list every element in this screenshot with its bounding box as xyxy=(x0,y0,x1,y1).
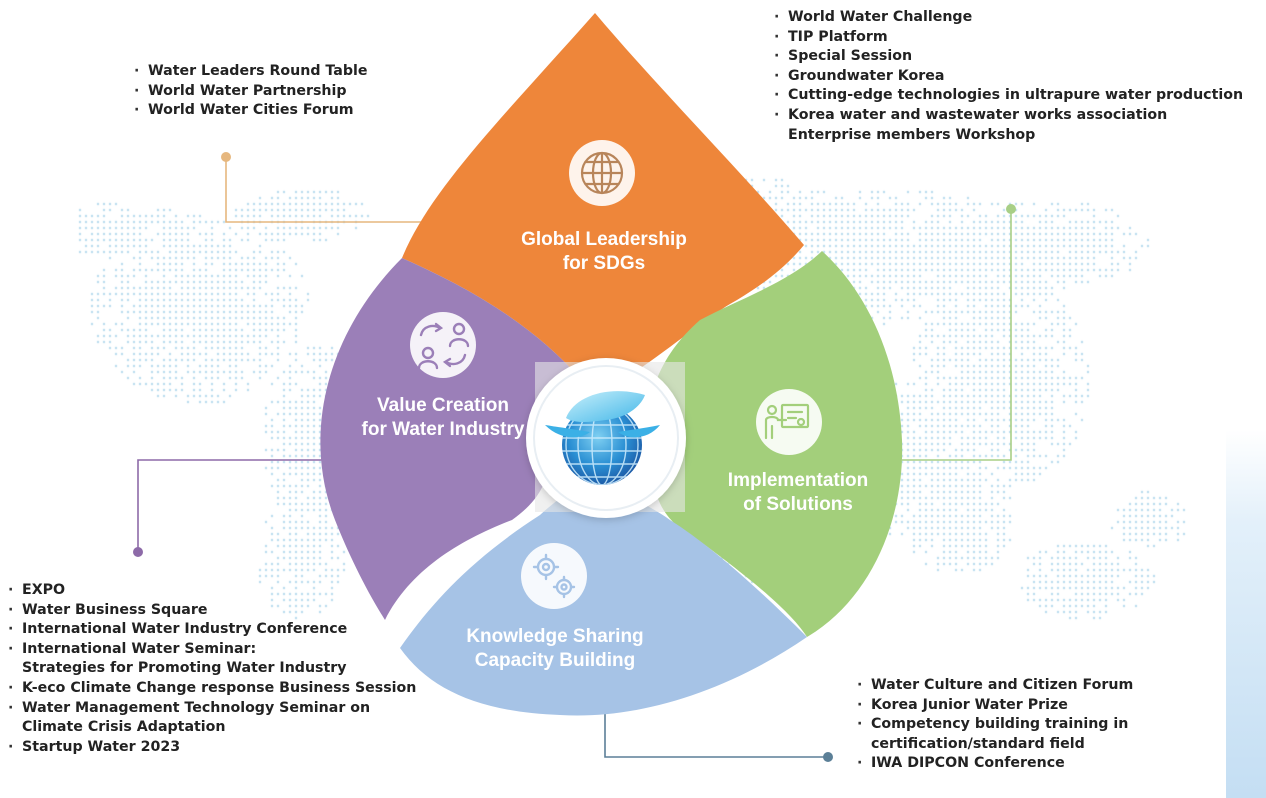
gears-icon xyxy=(521,543,587,609)
segment-value-creation xyxy=(320,258,594,620)
list-item: Korea water and wastewater works associa… xyxy=(774,106,1243,145)
list-item: Cutting-edge technologies in ultrapure w… xyxy=(774,86,1243,106)
list-item-line1: Korea Junior Water Prize xyxy=(871,696,1068,713)
list-item-line1: Water Business Square xyxy=(22,601,208,618)
decorative-blue-band xyxy=(1226,430,1266,798)
list-item: World Water Challenge xyxy=(774,8,1243,28)
impl-title-line2: of Solutions xyxy=(743,494,853,515)
list-item-line1: IWA DIPCON Conference xyxy=(871,755,1065,772)
global-title-line1: Global Leadership xyxy=(521,229,687,250)
list-item-line2: Enterprise members Workshop xyxy=(788,126,1036,143)
connector-global xyxy=(221,152,446,223)
segment-impl-title: Implementation of Solutions xyxy=(728,470,868,515)
list-item: Korea Junior Water Prize xyxy=(857,696,1133,716)
list-item: EXPO xyxy=(8,581,416,601)
knowledge-title-line1: Knowledge Sharing xyxy=(466,626,643,647)
water-globe-logo xyxy=(545,391,660,485)
global-leadership-list: Water Leaders Round Table World Water Pa… xyxy=(134,62,367,121)
center-emblem xyxy=(526,358,686,518)
list-item-line2: Strategies for Promoting Water Industry xyxy=(22,660,347,677)
segment-global-title: Global Leadership for SDGs xyxy=(521,229,687,274)
list-item-line1: K-eco Climate Change response Business S… xyxy=(22,679,417,696)
value-title-line1: Value Creation xyxy=(377,395,509,416)
list-item-line1: Water Management Technology Seminar on xyxy=(22,699,371,716)
connector-value xyxy=(133,459,404,557)
list-item: World Water Cities Forum xyxy=(134,101,367,121)
knowledge-title-line2: Capacity Building xyxy=(475,650,635,671)
list-item: TIP Platform xyxy=(774,28,1243,48)
list-item: IWA DIPCON Conference xyxy=(857,754,1133,774)
list-item-line2: Climate Crisis Adaptation xyxy=(22,719,226,736)
list-item: Competency building training in certific… xyxy=(857,715,1133,754)
globe-icon xyxy=(569,140,635,206)
impl-title-line1: Implementation xyxy=(728,470,868,491)
list-item-line1: Competency building training in xyxy=(871,716,1129,733)
list-item: Water Business Square xyxy=(8,601,416,621)
list-item-line1: International Water Industry Conference xyxy=(22,621,348,638)
list-item: Special Session xyxy=(774,47,1243,67)
implementation-list: World Water Challenge TIP Platform Speci… xyxy=(774,8,1243,145)
value-title-line2: for Water Industry xyxy=(362,419,525,440)
segment-knowledge-title: Knowledge Sharing Capacity Building xyxy=(466,626,643,671)
people-exchange-icon xyxy=(410,312,476,378)
list-item: International Water Seminar: Strategies … xyxy=(8,640,416,679)
global-title-line2: for SDGs xyxy=(563,253,645,274)
list-item: Water Leaders Round Table xyxy=(134,62,367,82)
presentation-icon xyxy=(756,389,822,455)
segment-knowledge-sharing xyxy=(400,478,807,716)
value-creation-list: EXPO Water Business Square International… xyxy=(8,581,416,757)
list-item: K-eco Climate Change response Business S… xyxy=(8,679,416,699)
list-item-line1: Startup Water 2023 xyxy=(22,738,181,755)
knowledge-sharing-list: Water Culture and Citizen Forum Korea Ju… xyxy=(857,676,1133,774)
segment-value-title: Value Creation for Water Industry xyxy=(362,395,525,440)
list-item: World Water Partnership xyxy=(134,82,367,102)
list-item: Groundwater Korea xyxy=(774,67,1243,87)
list-item-line1: Water Culture and Citizen Forum xyxy=(871,677,1134,693)
list-item: Water Culture and Citizen Forum xyxy=(857,676,1133,696)
list-item-line1: International Water Seminar: xyxy=(22,640,257,657)
list-item: Water Management Technology Seminar on C… xyxy=(8,699,416,738)
list-item-line2: certification/standard field xyxy=(871,735,1085,752)
list-item-line1: Korea water and wastewater works associa… xyxy=(788,106,1168,123)
connector-implementation xyxy=(902,204,1016,461)
list-item: International Water Industry Conference xyxy=(8,620,416,640)
list-item-line1: EXPO xyxy=(22,582,66,598)
list-item: Startup Water 2023 xyxy=(8,738,416,758)
